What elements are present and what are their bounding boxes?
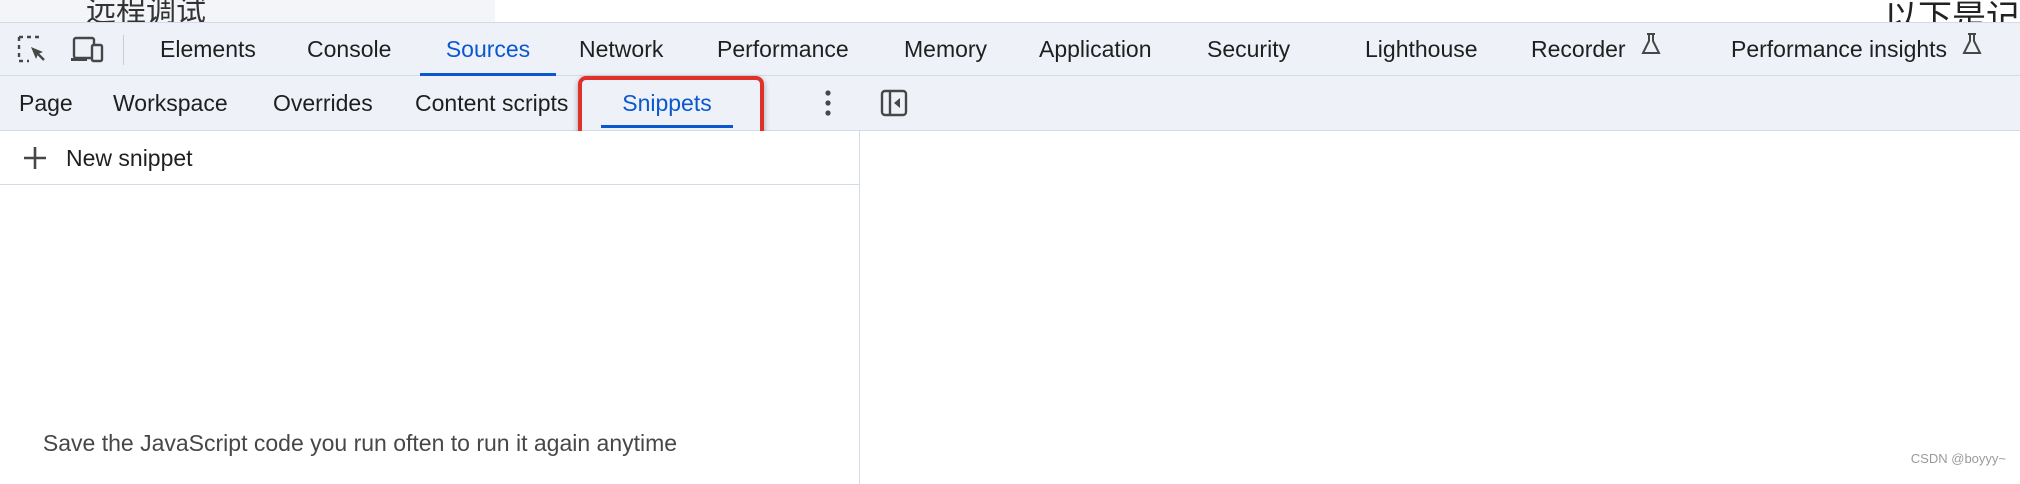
subtab-page[interactable]: Page xyxy=(19,90,73,116)
tab-performance-insights[interactable]: Performance insights xyxy=(1731,23,1983,76)
tab-network[interactable]: Network xyxy=(579,36,664,62)
page-text-left: 远程调试 xyxy=(86,0,206,22)
tab-memory[interactable]: Memory xyxy=(904,36,988,62)
page-content-band xyxy=(0,0,495,22)
tab-elements[interactable]: Elements xyxy=(160,36,256,62)
active-tab-underline xyxy=(601,125,733,128)
tab-lighthouse[interactable]: Lighthouse xyxy=(1365,36,1478,62)
tab-application[interactable]: Application xyxy=(1039,36,1152,62)
new-snippet-button[interactable]: New snippet xyxy=(0,131,859,185)
empty-state-message: Save the JavaScript code you run often t… xyxy=(42,430,678,456)
tab-console[interactable]: Console xyxy=(307,36,392,62)
subtab-workspace[interactable]: Workspace xyxy=(113,90,228,116)
subtab-snippets[interactable]: Snippets xyxy=(601,76,733,130)
tab-sources[interactable]: Sources xyxy=(420,23,556,76)
page-content-strip: 远程调试 以下是记 xyxy=(0,0,2020,22)
tab-performance[interactable]: Performance xyxy=(717,36,849,62)
subtab-overrides[interactable]: Overrides xyxy=(273,90,373,116)
inspect-element-icon[interactable] xyxy=(17,35,47,65)
device-toolbar-icon[interactable] xyxy=(70,35,104,65)
toggle-navigator-icon[interactable] xyxy=(880,89,908,117)
subtab-content-scripts[interactable]: Content scripts xyxy=(415,90,569,116)
navigator-pane: New snippet Save the JavaScript code you… xyxy=(0,131,860,484)
plus-icon xyxy=(22,145,48,171)
devtools-main-toolbar: Elements Console Sources Network Perform… xyxy=(0,22,2020,76)
more-vertical-icon[interactable] xyxy=(818,88,838,118)
highlight-annotation xyxy=(578,76,764,139)
tab-recorder[interactable]: Recorder xyxy=(1531,23,1662,76)
flask-icon xyxy=(1640,22,1662,75)
watermark: CSDN @boyyy~ xyxy=(1910,451,2006,466)
toolbar-separator xyxy=(123,35,124,65)
editor-pane: CSDN @boyyy~ xyxy=(860,131,2020,484)
flask-icon xyxy=(1961,22,1983,75)
new-snippet-label: New snippet xyxy=(66,145,193,171)
tab-security[interactable]: Security xyxy=(1207,36,1291,62)
sources-navigator-toolbar: Page Workspace Overrides Content scripts… xyxy=(0,76,2020,131)
page-text-right: 以下是记 xyxy=(1884,0,2020,22)
